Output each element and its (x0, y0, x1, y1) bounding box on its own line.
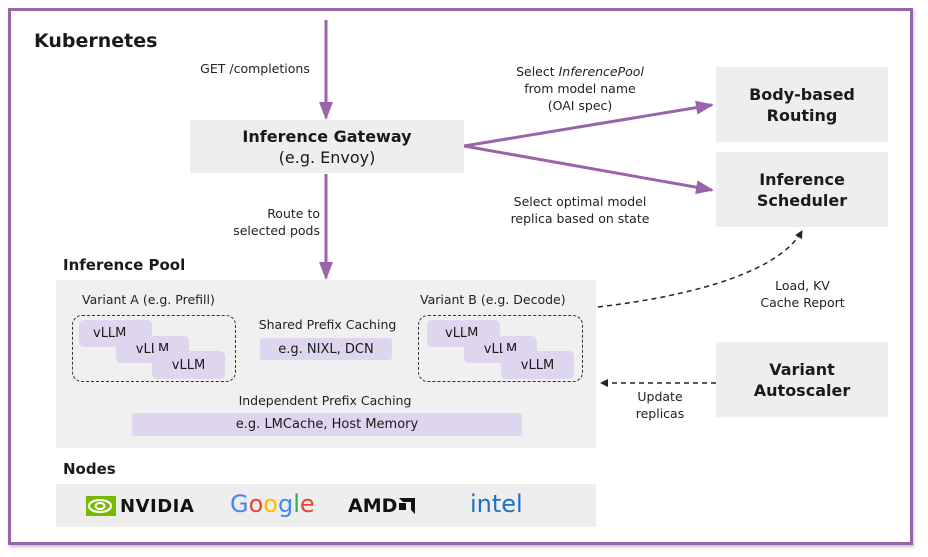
gateway-subtitle: (e.g. Envoy) (278, 147, 376, 167)
gateway-title: Inference Gateway (242, 126, 412, 146)
variant-a-vllm-3: vLLM (152, 351, 225, 379)
inference-gateway: Inference Gateway (e.g. Envoy) (190, 120, 464, 173)
variant-b-group (418, 315, 583, 382)
independent-caching-example: e.g. LMCache, Host Memory (132, 413, 522, 436)
shared-caching-example: e.g. NIXL, DCN (260, 338, 392, 360)
variant-b-label: Variant B (e.g. Decode) (420, 292, 566, 307)
variant-b-vllm-3: vLLM (501, 351, 574, 379)
variant-a-group (72, 315, 236, 382)
amd-logo: AMD (348, 495, 416, 517)
variant-a-label: Variant A (e.g. Prefill) (82, 292, 215, 307)
request-label: GET /completions (200, 61, 310, 76)
independent-caching-label: Independent Prefix Caching (238, 393, 412, 408)
nodes-bar (56, 484, 596, 527)
kubernetes-title: Kubernetes (34, 30, 158, 52)
kubernetes-frame (8, 8, 913, 545)
amd-arrow-icon (399, 498, 416, 514)
load-report-arrow (597, 230, 803, 308)
nvidia-logo: NVIDIA (86, 495, 194, 517)
select-pool-label: Select InferencePool from model name (OA… (516, 64, 644, 113)
shared-caching-label: Shared Prefix Caching (258, 317, 397, 332)
inference-pool-title: Inference Pool (63, 256, 186, 274)
nvidia-eye-icon (86, 496, 116, 516)
select-pool-arrow (463, 100, 714, 148)
nodes-title: Nodes (63, 460, 116, 478)
select-replica-arrow (463, 144, 714, 195)
intel-logo: intel (470, 490, 523, 518)
